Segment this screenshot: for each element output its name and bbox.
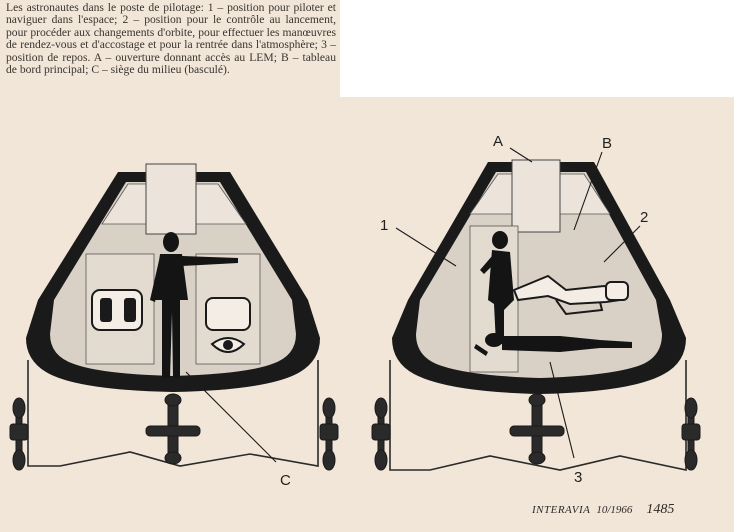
right-couch-seat	[205, 297, 251, 353]
reclined-astronaut	[512, 274, 629, 316]
label-1: 1	[380, 217, 388, 234]
page-number: 1485	[646, 502, 675, 517]
thrusters	[9, 393, 701, 471]
standing-astronaut	[150, 232, 238, 378]
right-outer-thruster	[371, 397, 391, 471]
right-capsule	[389, 159, 687, 471]
label-b: B	[602, 135, 612, 152]
magazine-name: INTERAVIA	[532, 504, 591, 516]
leader-line-a	[509, 147, 533, 163]
label-3: 3	[574, 469, 582, 486]
figure-labels: A B C 1 2 3	[280, 133, 648, 489]
right-center-thruster	[509, 393, 565, 465]
page-footer: INTERAVIA 10/1966 1485	[532, 500, 674, 518]
left-center-thruster	[145, 393, 201, 465]
lying-astronaut	[474, 333, 632, 356]
right-hatch-tunnel	[511, 159, 561, 233]
label-c: C	[280, 472, 291, 489]
leader-lines	[185, 147, 641, 463]
left-hatch-tunnel	[145, 163, 197, 235]
left-right-thruster	[319, 397, 339, 471]
label-a: A	[493, 133, 503, 150]
left-capsule	[26, 163, 320, 467]
leader-line-c	[185, 371, 277, 463]
leader-line-1	[395, 227, 457, 267]
leader-line-2	[603, 225, 641, 263]
issue-number: 10/1966	[596, 504, 633, 516]
leader-line-b	[573, 151, 603, 231]
left-service-module-outline	[27, 360, 319, 467]
kneeling-astronaut	[480, 231, 514, 344]
left-outer-thruster	[9, 397, 29, 471]
left-couch-seat	[91, 289, 143, 331]
right-right-thruster	[681, 397, 701, 471]
paper-torn-edge	[340, 0, 734, 97]
label-2: 2	[640, 209, 648, 226]
leader-line-3	[549, 361, 575, 459]
right-service-module-outline	[389, 360, 687, 471]
figure-caption: Les astronautes dans le poste de pilotag…	[6, 1, 336, 77]
